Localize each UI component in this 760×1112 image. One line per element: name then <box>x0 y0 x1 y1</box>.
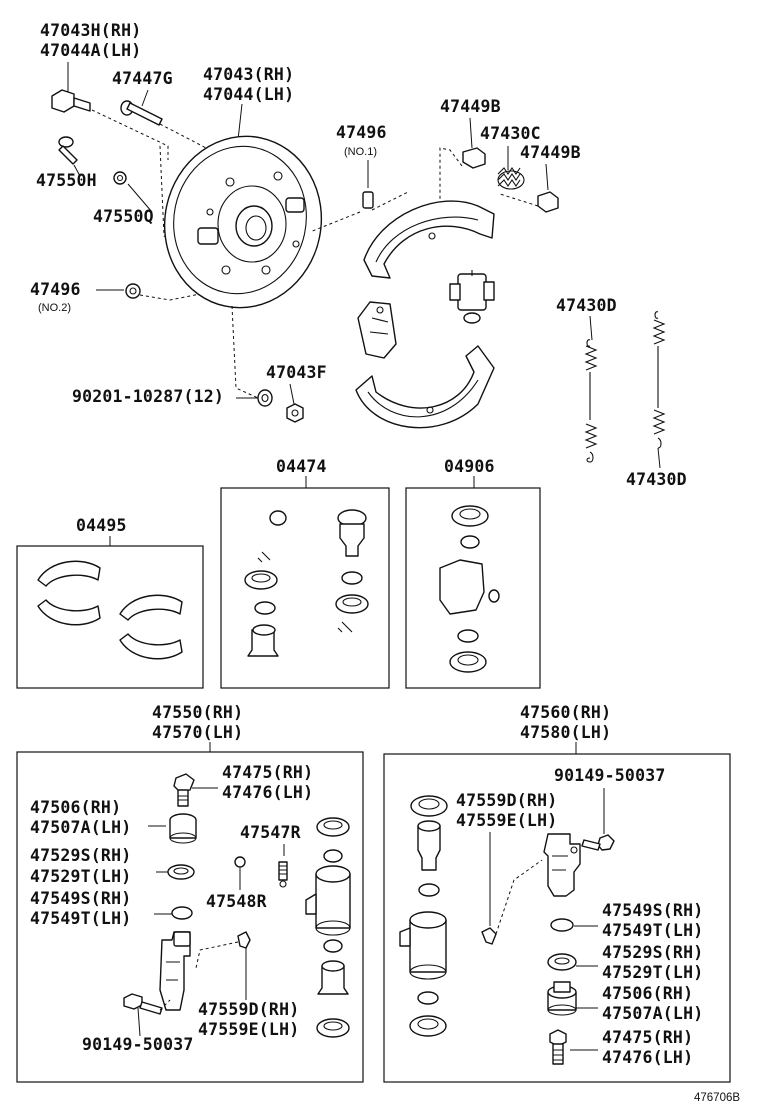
adjuster-lever-icon <box>357 301 397 359</box>
kit-box-04474 <box>220 487 390 689</box>
right-cup-lh[interactable]: 47529T(LH) <box>602 963 703 982</box>
left-spring-r[interactable]: 47548R <box>206 892 267 911</box>
right-piston-lh[interactable]: 47507A(LH) <box>602 1004 703 1023</box>
bolt-47043h-icon <box>51 62 91 113</box>
left-assembly-title-lh[interactable]: 47570(LH) <box>152 723 243 742</box>
spring-47430d-upper-icon <box>584 315 598 463</box>
nut-90201-icon <box>236 389 273 407</box>
left-piston-rh[interactable]: 47506(RH) <box>30 798 121 817</box>
left-boot-rh[interactable]: 47549S(RH) <box>30 889 131 908</box>
left-screw-r[interactable]: 47547R <box>240 823 301 842</box>
nut-47043f-icon <box>286 383 304 423</box>
label-47550q[interactable]: 47550Q <box>93 207 154 226</box>
right-bleeder-rh[interactable]: 47475(RH) <box>602 1028 693 1047</box>
spring-47430d-lower-icon <box>652 311 666 469</box>
diagram-ref-id: 476706B <box>694 1092 740 1104</box>
wheel-cylinder-top-icon <box>449 270 495 324</box>
label-47430d-upper[interactable]: 47430D <box>556 296 617 315</box>
right-assembly-parts-icon <box>399 788 615 1065</box>
right-assembly-box <box>383 753 731 1083</box>
label-90201[interactable]: 90201-10287(12) <box>72 387 224 406</box>
label-47430c[interactable]: 47430C <box>480 124 541 143</box>
kit-box-04495 <box>16 545 204 689</box>
label-47449b-upper[interactable]: 47449B <box>440 97 501 116</box>
right-bleeder-lh[interactable]: 47476(LH) <box>602 1048 693 1067</box>
left-bolt-90149[interactable]: 90149-50037 <box>82 1035 193 1054</box>
backing-plate-icon <box>163 103 323 309</box>
left-clip-rh[interactable]: 47559D(RH) <box>198 1000 299 1019</box>
label-47044[interactable]: 47044(LH) <box>203 85 294 104</box>
cup-47449b-lower-icon <box>499 163 559 213</box>
left-assembly-box <box>16 751 364 1083</box>
label-no1: (NO.1) <box>344 146 377 158</box>
left-assembly-parts-icon <box>123 773 351 1038</box>
spring-47430c-icon <box>497 146 525 190</box>
left-assembly-title-rh[interactable]: 47550(RH) <box>152 703 243 722</box>
right-assembly-title-lh[interactable]: 47580(LH) <box>520 723 611 742</box>
right-piston-rh[interactable]: 47506(RH) <box>602 984 693 1003</box>
label-47496-no2[interactable]: 47496 <box>30 280 81 299</box>
right-assembly-title-rh[interactable]: 47560(RH) <box>520 703 611 722</box>
right-bolt-90149[interactable]: 90149-50037 <box>554 766 665 785</box>
right-cup-rh[interactable]: 47529S(RH) <box>602 943 703 962</box>
left-cup-lh[interactable]: 47529T(LH) <box>30 867 131 886</box>
kit-box-04906 <box>405 487 541 689</box>
label-kit-04474[interactable]: 04474 <box>276 457 327 476</box>
left-clip-lh[interactable]: 47559E(LH) <box>198 1020 299 1039</box>
plug-47550q-icon <box>113 171 153 213</box>
cup-47449b-upper-icon <box>439 117 486 206</box>
label-47550h[interactable]: 47550H <box>36 171 97 190</box>
right-clip-lh[interactable]: 47559E(LH) <box>456 811 557 830</box>
left-bleeder-lh[interactable]: 47476(LH) <box>222 783 313 802</box>
label-47043h[interactable]: 47043H(RH) <box>40 21 141 40</box>
cylinder-kit-parts-icon <box>244 509 369 657</box>
label-47043[interactable]: 47043(RH) <box>203 65 294 84</box>
label-47447g[interactable]: 47447G <box>112 69 173 88</box>
label-kit-04906[interactable]: 04906 <box>444 457 495 476</box>
label-47449b-lower[interactable]: 47449B <box>520 143 581 162</box>
pin-47447g-icon <box>120 89 163 126</box>
label-47044a[interactable]: 47044A(LH) <box>40 41 141 60</box>
label-47043f[interactable]: 47043F <box>266 363 327 382</box>
label-47430d-lower[interactable]: 47430D <box>626 470 687 489</box>
left-cup-rh[interactable]: 47529S(RH) <box>30 846 131 865</box>
left-piston-lh[interactable]: 47507A(LH) <box>30 818 131 837</box>
label-no2: (NO.2) <box>38 302 71 314</box>
brake-shoe-upper-icon <box>363 200 495 279</box>
brake-shoe-lower-icon <box>355 345 495 429</box>
right-boot-lh[interactable]: 47549T(LH) <box>602 921 703 940</box>
right-clip-rh[interactable]: 47559D(RH) <box>456 791 557 810</box>
hold-pin-no2-icon <box>96 283 211 301</box>
hold-pin-no1-icon <box>309 160 374 233</box>
bolt-47550h-icon <box>58 136 81 177</box>
label-47496-no1[interactable]: 47496 <box>336 123 387 142</box>
left-bleeder-rh[interactable]: 47475(RH) <box>222 763 313 782</box>
label-kit-04495[interactable]: 04495 <box>76 516 127 535</box>
shoe-kit-icon <box>37 560 183 660</box>
cup-kit-parts-icon <box>439 505 500 673</box>
right-boot-rh[interactable]: 47549S(RH) <box>602 901 703 920</box>
left-boot-lh[interactable]: 47549T(LH) <box>30 909 131 928</box>
